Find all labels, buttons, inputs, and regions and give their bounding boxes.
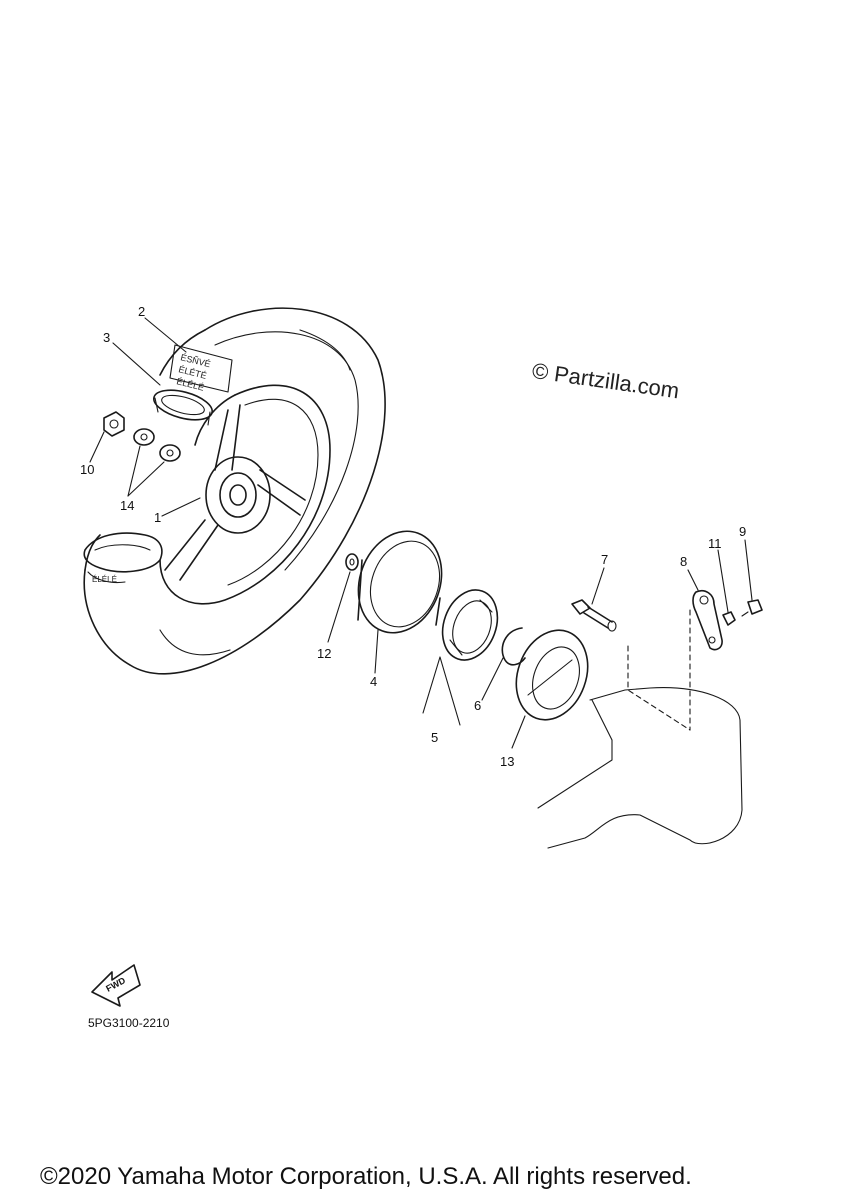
brake-panel[interactable]	[504, 620, 599, 730]
callout-1[interactable]: 1	[154, 510, 161, 525]
callout-9[interactable]: 9	[739, 524, 746, 539]
svg-text:ÉLÉLÉ: ÉLÉLÉ	[92, 575, 117, 584]
tire-label-patch: ÉSÑVÉ ÉLÉTÉ ÉLÉLÉ	[169, 344, 233, 393]
callout-11[interactable]: 11	[708, 536, 722, 551]
wheel-rim[interactable]	[159, 384, 331, 605]
callout-2[interactable]: 2	[138, 304, 145, 319]
fwd-arrow: FWD	[91, 964, 141, 1007]
valve-sleeve[interactable]	[151, 385, 216, 426]
copyright-notice: ©2020 Yamaha Motor Corporation, U.S.A. A…	[40, 1163, 692, 1190]
callout-3[interactable]: 3	[103, 330, 110, 345]
engine-case-outline	[537, 609, 743, 849]
callout-8[interactable]: 8	[680, 554, 687, 569]
axle-nut[interactable]	[103, 411, 125, 437]
small-washer[interactable]	[345, 553, 359, 571]
leader-lines	[89, 317, 753, 749]
brake-shoes[interactable]	[433, 582, 506, 667]
callouts: 1 2 3 4 5 6 7 8 9 10 11 12 13 14	[80, 304, 746, 769]
callout-6[interactable]: 6	[474, 698, 481, 713]
tire[interactable]	[83, 307, 386, 675]
brake-drum[interactable]	[345, 519, 456, 644]
washers[interactable]	[133, 428, 181, 462]
callout-13[interactable]: 13	[500, 754, 514, 769]
fwd-label: FWD	[104, 975, 127, 994]
figure-code: 5PG3100-2210	[88, 1016, 170, 1030]
callout-4[interactable]: 4	[370, 674, 377, 689]
callout-7[interactable]: 7	[601, 552, 608, 567]
lever-bolt[interactable]	[741, 599, 763, 617]
lever-pin[interactable]	[722, 611, 736, 626]
callout-14[interactable]: 14	[120, 498, 134, 513]
callout-12[interactable]: 12	[317, 646, 331, 661]
cam-lever[interactable]	[692, 589, 723, 651]
tire-cutaway: ÉLÉLÉ	[83, 532, 163, 584]
brake-camshaft[interactable]	[571, 599, 617, 632]
callout-10[interactable]: 10	[80, 462, 94, 477]
callout-5[interactable]: 5	[431, 730, 438, 745]
